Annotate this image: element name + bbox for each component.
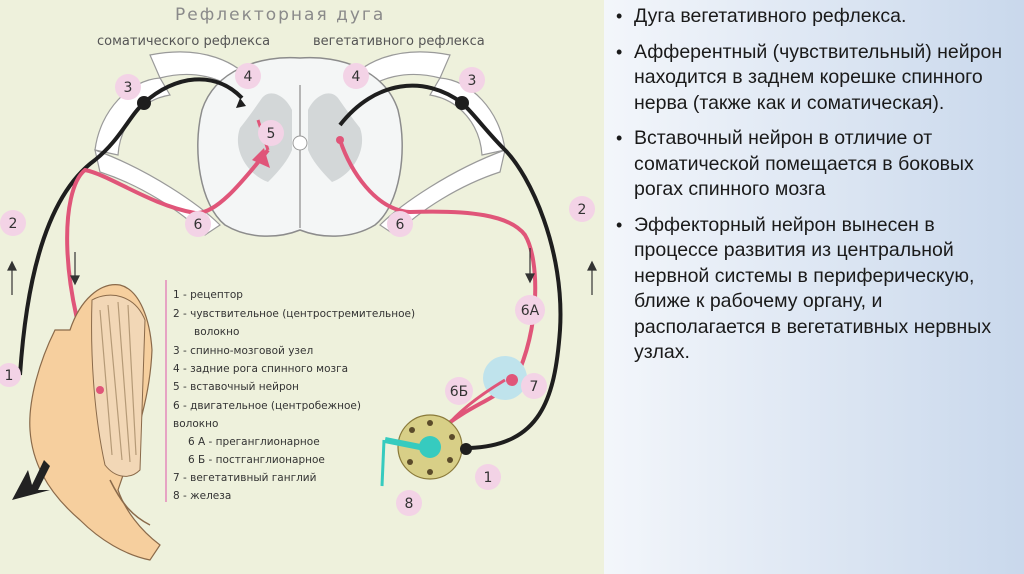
- legend-line: 6 А - преганглионарное: [188, 436, 320, 448]
- bullet-icon: •: [616, 128, 623, 148]
- spinal-cord: [197, 56, 403, 237]
- stimulus-arrow-icon: [12, 460, 50, 500]
- legend-line: 2 - чувствительное (центростремительное): [173, 308, 415, 320]
- bullet-list: • Дуга вегетативного рефлекса. • Афферентн…: [614, 4, 1016, 376]
- legend: 1 - рецептор 2 - чувствительное (центрос…: [173, 289, 415, 502]
- reflex-arc-diagram: Рефлекторная дуга соматического рефлекса…: [0, 5, 597, 561]
- ganglion-neuron: [506, 374, 518, 386]
- figure-title: Рефлекторная дуга: [175, 5, 385, 25]
- bullet-icon: •: [616, 41, 623, 62]
- label-6-right: 6: [396, 217, 405, 233]
- label-8: 8: [405, 496, 414, 512]
- label-3-right: 3: [468, 73, 477, 89]
- bullet-item: • Вставочный нейрон в отличие от соматиче…: [614, 126, 1016, 203]
- bullet-icon: •: [616, 6, 623, 26]
- label-2-left: 2: [9, 216, 18, 232]
- label-3-left: 3: [124, 80, 133, 96]
- afferent-arrowhead: [236, 98, 246, 108]
- legend-line: 6 - двигательное (центробежное): [173, 400, 361, 412]
- legend-line: 8 - железа: [173, 490, 231, 502]
- label-4-right: 4: [352, 69, 361, 85]
- reflex-arc-figure: Рефлекторная дуга соматического рефлекса…: [0, 0, 604, 574]
- subtitle-somatic: соматического рефлекса: [97, 34, 270, 49]
- legend-line: 5 - вставочный нейрон: [173, 381, 299, 393]
- bullet-text: Эффекторный нейрон вынесен в процессе ра…: [634, 213, 992, 364]
- number-badges: 3 4 5 6 2 1 4 3 6 2 6А 7 6Б 1 8: [0, 63, 595, 516]
- subtitle-autonomic: вегетативного рефлекса: [313, 34, 485, 49]
- legend-line: 4 - задние рога спинного мозга: [173, 363, 348, 375]
- label-5: 5: [267, 126, 276, 142]
- label-2-right: 2: [578, 202, 587, 218]
- autonomic-interneuron: [336, 136, 344, 144]
- label-1-left: 1: [5, 368, 14, 384]
- bullet-text: Вставочный нейрон в отличие от соматичес…: [634, 127, 974, 200]
- label-6a: 6А: [521, 303, 540, 319]
- autonomic-ganglion: [483, 356, 527, 400]
- legend-line: 3 - спинно-мозговой узел: [173, 345, 313, 357]
- bullet-item: • Эффекторный нейрон вынесен в процессе р…: [614, 213, 1016, 366]
- legend-marker-bar: [165, 280, 167, 502]
- label-7: 7: [530, 379, 539, 395]
- bullet-text: Дуга вегетативного рефлекса.: [634, 5, 907, 27]
- bullet-text: Афферентный (чувствительный) нейрон нахо…: [634, 40, 1003, 114]
- label-1-right: 1: [484, 470, 493, 486]
- bullet-item: • Афферентный (чувствительный) нейрон нах…: [614, 40, 1016, 117]
- label-6-left: 6: [194, 217, 203, 233]
- legend-line: 1 - рецептор: [173, 289, 243, 301]
- gland: [380, 414, 472, 487]
- afferent-fibers: [18, 77, 563, 450]
- receptor: [96, 386, 104, 394]
- arm-muscle-illustration: [29, 284, 161, 561]
- legend-line: волокно: [194, 326, 239, 338]
- label-6b: 6Б: [450, 384, 469, 400]
- direction-arrows: [7, 248, 597, 295]
- legend-line: 7 - вегетативный ганглий: [173, 472, 316, 484]
- bullet-icon: •: [616, 214, 623, 235]
- interneuron-body: [252, 148, 270, 168]
- legend-line: волокно: [173, 418, 218, 430]
- legend-line: 6 Б - постганглионарное: [188, 454, 325, 466]
- bullet-item: • Дуга вегетативного рефлекса.: [614, 4, 1016, 30]
- label-4-left: 4: [244, 69, 253, 85]
